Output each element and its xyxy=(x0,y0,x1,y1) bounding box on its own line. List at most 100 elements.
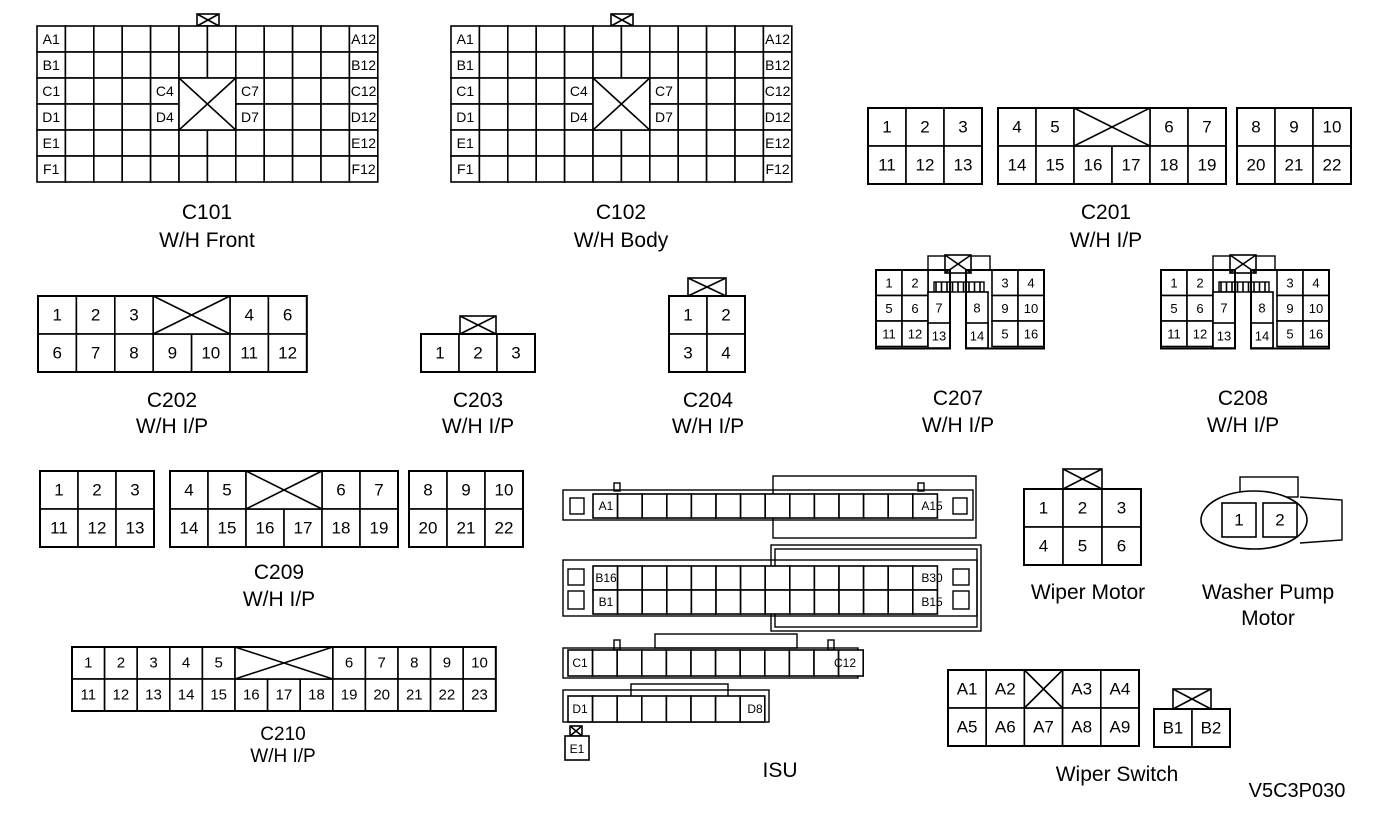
c101-cell xyxy=(93,51,124,79)
c210-pin-top-8: 8 xyxy=(410,655,418,672)
c201-pin-10: 10 xyxy=(1323,118,1342,137)
c101-cell xyxy=(291,155,322,183)
c102-cell xyxy=(734,103,765,131)
c210-cell xyxy=(429,678,465,712)
c102-cell xyxy=(705,103,736,131)
c207-cell xyxy=(901,320,929,348)
c210-cell xyxy=(331,678,367,712)
c209-pin-15: 15 xyxy=(218,519,237,538)
c101-pin-d4: D4 xyxy=(156,109,174,125)
isu-c-cell xyxy=(616,649,643,677)
isu-a-cell xyxy=(665,493,693,519)
wiper-motor-pin-5: 5 xyxy=(1078,537,1087,556)
c102-cell xyxy=(620,129,651,157)
c209-pin-5: 5 xyxy=(222,481,231,500)
c101-pin-f1: F1 xyxy=(43,161,60,177)
isu-b-sq1 xyxy=(567,568,585,586)
isu-c-cell xyxy=(640,649,668,677)
c207-cell xyxy=(1017,294,1045,322)
isu-a-body xyxy=(562,489,974,521)
washer-pump-pin-1: 1 xyxy=(1234,511,1243,530)
c201-block3 xyxy=(1236,107,1352,185)
c201-pin-15: 15 xyxy=(1046,156,1065,175)
c201-pin-17: 17 xyxy=(1122,156,1141,175)
c201-blank-x2 xyxy=(1073,107,1151,147)
isu-pin-c12: C12 xyxy=(834,656,856,670)
c102-cell xyxy=(563,51,594,79)
c101-cell xyxy=(263,129,294,157)
washer-pump-name-1: Washer Pump xyxy=(1202,581,1334,604)
c102-cell xyxy=(535,155,566,183)
c101-cell xyxy=(206,129,237,157)
washer-pump-pin-2: 2 xyxy=(1275,511,1284,530)
c204-name: C204 xyxy=(683,389,734,412)
c207-pin-15: 5 xyxy=(1001,326,1008,341)
c208-pin-16: 16 xyxy=(1309,326,1323,341)
isu-b-cell xyxy=(764,565,791,591)
isu-b-sq3 xyxy=(952,568,970,586)
c102-cell xyxy=(705,25,736,53)
isu-b-cell xyxy=(690,565,717,591)
c101-pin-d7: D7 xyxy=(241,109,259,125)
c101-cell xyxy=(121,77,152,105)
c202-pin-top-3: 3 xyxy=(129,306,138,325)
c208-desc: W/H I/P xyxy=(1207,414,1279,437)
c208-pin-10: 10 xyxy=(1309,301,1323,316)
c202-cell xyxy=(267,295,308,335)
isu-a-cell xyxy=(838,493,865,519)
c102-name: C102 xyxy=(596,201,646,224)
c207-pin-11: 11 xyxy=(882,326,896,341)
c101-cell xyxy=(178,129,209,157)
isu-b-cell xyxy=(911,589,939,615)
wiper-motor-cell xyxy=(1101,488,1142,528)
c202-pin-bottom-12: 12 xyxy=(278,344,297,363)
washer-pump-cell xyxy=(1262,502,1298,538)
c201-pin-14: 14 xyxy=(1008,156,1027,175)
c208-pin-6: 6 xyxy=(1196,301,1203,316)
c101-pin-c1: C1 xyxy=(42,83,60,99)
c101-cell xyxy=(263,77,294,105)
c102-cell xyxy=(734,25,765,53)
c101-cell xyxy=(320,129,351,157)
c102-cell xyxy=(478,25,509,53)
c102-cell xyxy=(592,25,623,53)
c201-cell xyxy=(1073,145,1113,185)
c101-pin-e12: E12 xyxy=(351,135,376,151)
isu-a-cell xyxy=(911,493,939,519)
c207-pin-8: 8 xyxy=(973,301,980,316)
wiper-switch-pin-b2: B2 xyxy=(1201,719,1222,738)
c102-pin-d7: D7 xyxy=(655,109,673,125)
c210-pin-bottom-11: 11 xyxy=(81,687,97,704)
c201-pin-18: 18 xyxy=(1160,156,1179,175)
isu-pin-e1: E1 xyxy=(570,742,585,756)
isu-c-cell xyxy=(690,649,717,677)
c102-pin-c12: C12 xyxy=(765,83,791,99)
c207-bridge xyxy=(933,281,985,293)
c210-pin-top-1: 1 xyxy=(84,655,92,672)
isu-b-cell xyxy=(641,589,668,615)
c101-cell xyxy=(36,51,67,79)
c201-pin-8: 8 xyxy=(1251,118,1260,137)
c101-cell xyxy=(64,51,95,79)
c102-pin-f1: F1 xyxy=(457,161,474,177)
c203-cell xyxy=(458,333,498,373)
isu-pin-b15: B15 xyxy=(921,595,943,609)
isu-d-cell xyxy=(616,695,643,723)
c101-cell xyxy=(149,25,180,53)
isu-a-cell xyxy=(616,493,643,519)
isu-a-cell xyxy=(739,493,766,519)
isu-b-cell xyxy=(665,589,693,615)
c202-blank-x2 xyxy=(152,295,231,335)
c210-pin-bottom-12: 12 xyxy=(113,687,130,704)
c102-cell xyxy=(648,129,679,157)
c201-pin-21: 21 xyxy=(1285,156,1304,175)
c207-pin-14: 14 xyxy=(970,329,984,344)
c209-pin-3: 3 xyxy=(130,481,139,500)
isu-d-cell xyxy=(567,695,594,723)
c209-block3 xyxy=(408,470,524,548)
c101-cell xyxy=(348,51,379,79)
c202-cell xyxy=(114,295,155,335)
isu-e-cell xyxy=(564,735,590,761)
c202-cell xyxy=(229,333,270,373)
